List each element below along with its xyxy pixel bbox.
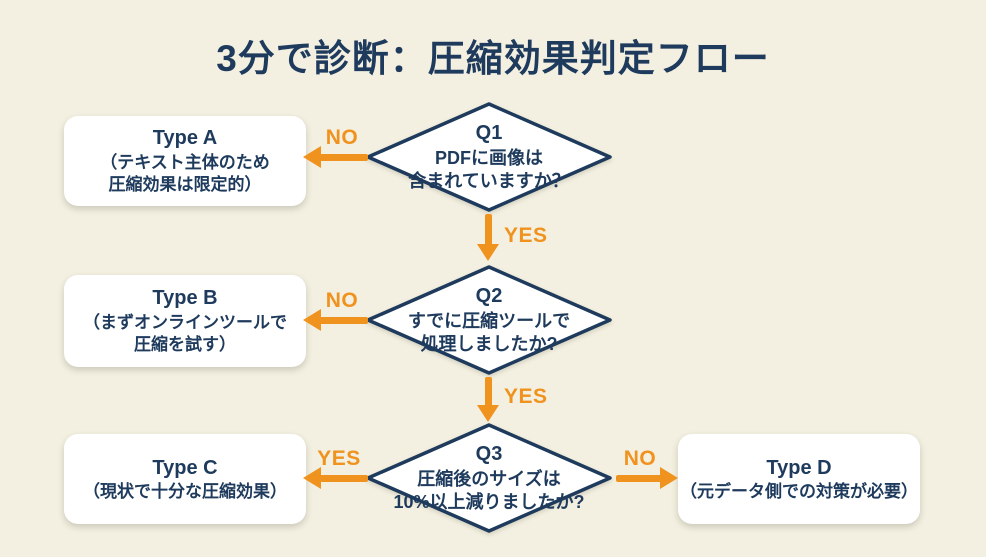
q2-line2: 処理しましたか? [420, 333, 558, 354]
result-type-c: Type C （現状で十分な圧縮効果） [64, 434, 306, 524]
q3-yes-arrowhead-icon [303, 467, 321, 489]
q1-id: Q1 [475, 122, 503, 145]
diamond-shape [366, 102, 612, 212]
q3-no-arrow-shaft [616, 475, 662, 482]
type-b-line1: （まずオンラインツールで [83, 312, 287, 332]
result-type-b: Type B （まずオンラインツールで 圧縮を試す） [64, 275, 306, 367]
q2-yes-arrow-shaft [485, 377, 492, 407]
result-type-a: Type A （テキスト主体のため 圧縮効果は限定的） [64, 116, 306, 206]
q2-line1: すでに圧縮ツールで [407, 310, 571, 331]
q1-line2: 含まれていますか？ [408, 170, 570, 191]
q2-no-arrow-shaft [320, 317, 368, 324]
type-b-title: Type B [152, 287, 218, 310]
diamond-shape [366, 423, 612, 533]
q1-line1: PDFに画像は [435, 147, 543, 168]
page-title: 3分で診断：圧縮効果判定フロー [216, 38, 770, 79]
type-a-title: Type A [152, 127, 218, 150]
q1-no-label: NO [325, 126, 359, 149]
q1-yes-label: YES [504, 224, 548, 247]
decision-q1: Q1 PDFに画像は 含まれていますか？ [364, 101, 614, 213]
q1-yes-arrow-shaft [485, 214, 492, 246]
q3-id: Q3 [475, 443, 503, 466]
type-a-line2: 圧縮効果は限定的） [108, 175, 262, 195]
type-d-title: Type D [766, 456, 832, 479]
q3-no-arrowhead-icon [660, 467, 678, 489]
type-d-line1: （元データ側での対策が必要） [680, 481, 918, 501]
q2-id: Q2 [475, 285, 503, 308]
decision-q2: Q2 すでに圧縮ツールで 処理しましたか? [364, 264, 614, 376]
q3-line1: 圧縮後のサイズは [417, 468, 561, 489]
q3-yes-label: YES [317, 447, 361, 470]
diamond-shape [366, 265, 612, 375]
q2-no-label: NO [325, 289, 359, 312]
decision-q3: Q3 圧縮後のサイズは 10%以上減りましたか? [364, 422, 614, 534]
type-c-line1: （現状で十分な圧縮効果） [83, 481, 287, 501]
q3-no-label: NO [623, 447, 657, 470]
type-c-title: Type C [152, 456, 218, 479]
q1-yes-arrowhead-icon [477, 244, 499, 261]
type-b-line2: 圧縮を試す） [134, 335, 236, 355]
type-a-line1: （テキスト主体のため [100, 152, 270, 172]
q3-yes-arrow-shaft [320, 475, 368, 482]
q1-no-arrow-shaft [320, 154, 368, 161]
q1-no-arrowhead-icon [303, 146, 321, 168]
q2-yes-arrowhead-icon [477, 405, 499, 422]
q2-no-arrowhead-icon [303, 309, 321, 331]
q3-line2: 10%以上減りましたか? [393, 491, 585, 512]
q2-yes-label: YES [504, 385, 548, 408]
result-type-d: Type D （元データ側での対策が必要） [678, 434, 920, 524]
